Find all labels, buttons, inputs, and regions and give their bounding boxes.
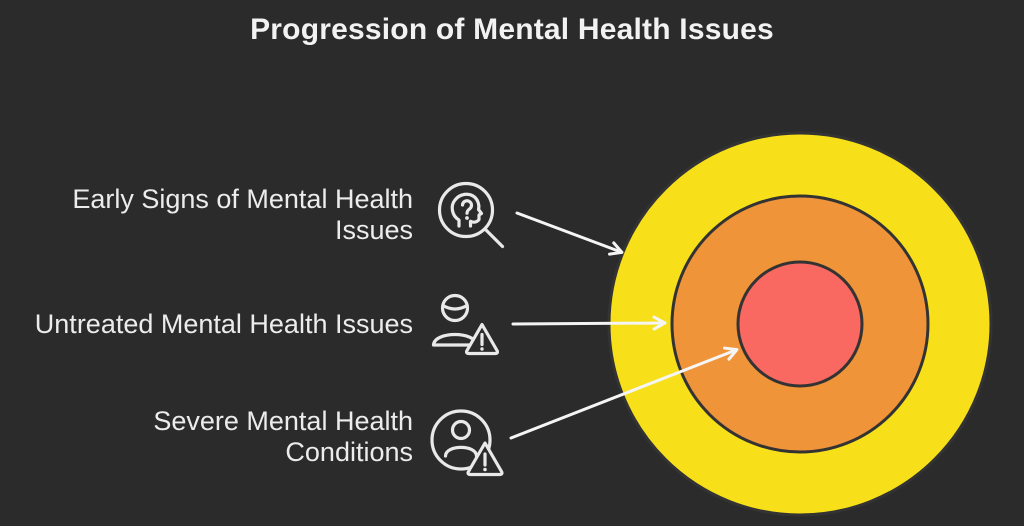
head-question-magnifier-icon — [436, 180, 508, 252]
page-title: Progression of Mental Health Issues — [250, 13, 774, 46]
arrow-early-signs — [515, 211, 624, 256]
stage-label-severe: Severe Mental Health Conditions — [153, 406, 413, 467]
ring-severe — [736, 260, 864, 388]
arrow-severe — [509, 346, 739, 440]
person-warning-icon — [430, 291, 502, 365]
stage-label-early-signs: Early Signs of Mental Health Issues — [72, 184, 413, 245]
stage-label-untreated: Untreated Mental Health Issues — [34, 309, 413, 339]
arrow-untreated — [511, 315, 667, 331]
person-circle-warning-icon — [428, 406, 506, 482]
